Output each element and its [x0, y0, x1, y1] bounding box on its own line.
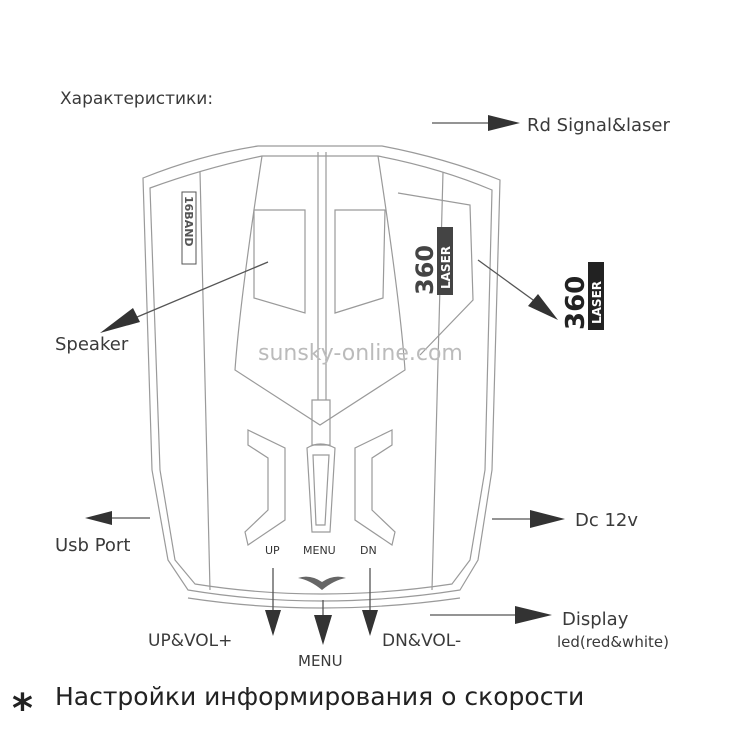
display-label: Display	[562, 609, 629, 630]
callout-usb: Usb Port	[55, 511, 150, 556]
laser-badge: 360 LASER	[561, 262, 604, 330]
callout-up: UP&VOL+	[148, 568, 281, 651]
usb-port-label: Usb Port	[55, 535, 130, 556]
dn-button-label: DN	[360, 544, 377, 557]
callout-dn: DN&VOL-	[362, 568, 461, 651]
up-button-label: UP	[265, 544, 280, 557]
heading: Характеристики:	[60, 89, 213, 109]
callout-display: Display led(red&white)	[430, 606, 669, 651]
dc-label: Dc 12v	[575, 510, 638, 531]
watermark: sunsky-online.com	[258, 341, 463, 366]
bat-logo-icon	[298, 576, 346, 590]
device-logo-text: LASER	[439, 246, 453, 289]
band-label: 16BAND	[182, 196, 195, 247]
display-sub-label: led(red&white)	[557, 633, 669, 651]
footer-text: Настройки информирования о скорости	[55, 682, 584, 711]
callout-dc: Dc 12v	[492, 510, 638, 531]
callout-laser	[477, 259, 558, 320]
badge-text: LASER	[590, 281, 604, 324]
radar-detector-device: 16BAND 360 LASER UP MENU DN	[142, 145, 501, 609]
callout-menu: MENU	[298, 600, 343, 670]
device-logo-number: 360	[411, 245, 439, 295]
speaker-label: Speaker	[55, 334, 129, 355]
dn-vol-label: DN&VOL-	[382, 631, 461, 651]
star-icon: *	[12, 686, 33, 732]
menu-button-label: MENU	[303, 544, 336, 557]
up-vol-label: UP&VOL+	[148, 631, 232, 651]
badge-number: 360	[561, 276, 591, 330]
menu-label: MENU	[298, 652, 343, 670]
callout-speaker: Speaker	[55, 261, 269, 355]
rd-signal-label: Rd Signal&laser	[527, 115, 670, 136]
callout-rd-signal: Rd Signal&laser	[432, 115, 670, 136]
